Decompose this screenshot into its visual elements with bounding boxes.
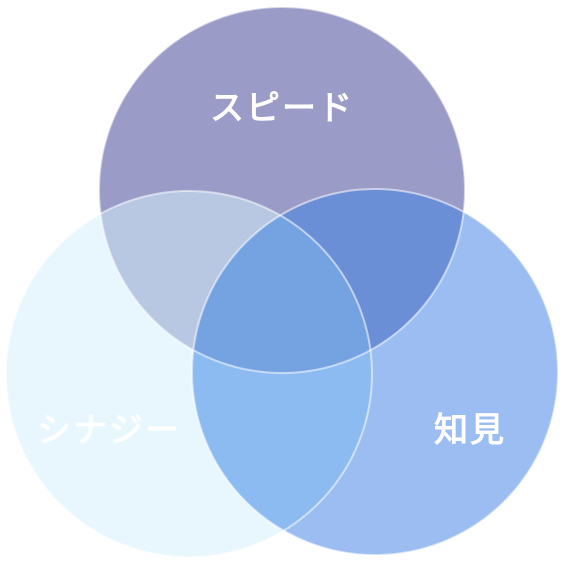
- speed-outline: [98, 6, 466, 374]
- synergy-label: シナジー: [37, 411, 181, 451]
- speed-label: スピード: [210, 89, 354, 129]
- insight-label: 知見: [434, 411, 506, 451]
- synergy-outline: [5, 190, 373, 558]
- insight-outline: [191, 188, 559, 556]
- overlap-center: [192, 191, 372, 373]
